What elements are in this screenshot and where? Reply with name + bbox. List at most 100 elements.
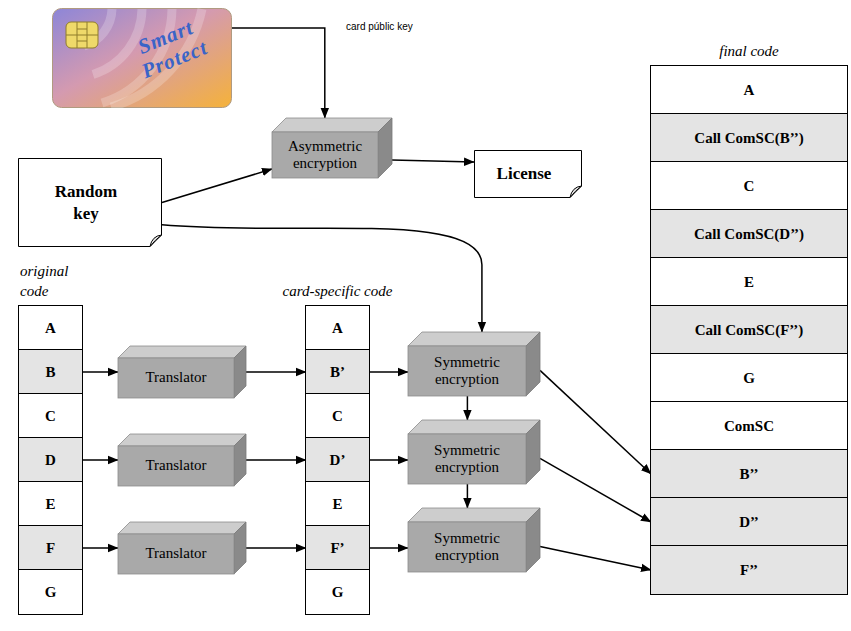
code-column: card-specific codeAB’CD’EF’G: [305, 305, 370, 615]
connector-arrow: [369, 547, 408, 549]
key-document: Random key: [18, 158, 162, 247]
chip: [66, 22, 98, 48]
connector-arrow: [540, 458, 651, 522]
box-front-face: [408, 522, 526, 572]
document-label: License: [497, 163, 552, 184]
encryption-box: Symmetric encryption: [408, 420, 540, 484]
shape-outline: [18, 158, 162, 247]
code-block-label: C: [45, 407, 56, 425]
code-block: B’’: [651, 450, 847, 498]
code-block-label: A: [332, 319, 343, 337]
box-top-face: [272, 118, 392, 132]
box-side-face: [378, 118, 392, 178]
box-front-face: [272, 132, 378, 178]
document-outline: [19, 159, 162, 247]
box-side-face: [234, 522, 246, 574]
code-block: G: [19, 570, 82, 614]
connector-arrow: [82, 547, 118, 549]
process-label: Symmetric encryption: [413, 530, 521, 565]
box-side-face: [234, 434, 246, 486]
connector-arrow: [232, 28, 325, 118]
box-side-face: [526, 508, 540, 572]
code-block-label: C: [332, 407, 343, 425]
connector-arrow: [82, 371, 118, 373]
code-block: F’’: [651, 546, 847, 594]
encryption-box: Asymmetric encryption: [272, 118, 392, 178]
connector-arrow: [162, 169, 272, 203]
code-block: Call ComSC(D’’): [651, 210, 847, 258]
process-label: Asymmetric encryption: [277, 138, 373, 173]
code-block-label: E: [744, 273, 754, 291]
code-block-label: F’’: [740, 561, 758, 579]
translator-box: Translator: [118, 522, 246, 574]
card-body: [53, 9, 232, 108]
connector-arrow: [246, 459, 306, 461]
code-block: D’: [306, 438, 369, 482]
document-label: Random key: [46, 181, 126, 224]
code-block-label: Call ComSC(D’’): [694, 225, 804, 243]
process-label: Translator: [145, 545, 206, 562]
code-block-label: A: [744, 81, 755, 99]
code-block-label: A: [45, 319, 56, 337]
code-block: E: [306, 482, 369, 526]
box-front-face: [118, 358, 234, 398]
code-block: A: [19, 306, 82, 350]
code-block: C: [306, 394, 369, 438]
code-block-label: D’’: [739, 513, 759, 531]
code-block: E: [19, 482, 82, 526]
code-block-label: E: [332, 495, 342, 513]
document-fold: [150, 235, 162, 247]
encryption-box: Symmetric encryption: [408, 508, 540, 572]
code-block: G: [651, 354, 847, 402]
code-block-label: B’: [330, 363, 345, 381]
box-front-face: [408, 346, 526, 396]
document-outline: [475, 151, 582, 198]
connector-arrow: [246, 371, 306, 373]
box-top-face: [118, 434, 246, 446]
code-block-label: D: [45, 451, 56, 469]
connector-arrow: [467, 484, 469, 508]
code-block: A: [306, 306, 369, 350]
code-block-label: G: [45, 583, 57, 601]
code-block-label: Call ComSC(F’’): [695, 321, 803, 339]
column-heading: final code: [719, 42, 779, 62]
smart-card: Smart Protect: [52, 8, 232, 108]
code-block-label: Call ComSC(B’’): [694, 129, 803, 147]
code-block-label: B’’: [740, 465, 759, 483]
document-fold: [570, 186, 582, 198]
code-block-label: C: [744, 177, 755, 195]
connector-arrow: [540, 370, 651, 474]
translator-box: Translator: [118, 434, 246, 486]
code-block-label: ComSC: [724, 417, 774, 435]
process-label: Translator: [145, 457, 206, 474]
code-block: C: [19, 394, 82, 438]
box-top-face: [408, 508, 540, 522]
code-block: E: [651, 258, 847, 306]
process-label: Translator: [145, 369, 206, 386]
code-block-label: D’: [330, 451, 346, 469]
connector-arrow: [369, 459, 408, 461]
code-block-label: B: [45, 363, 55, 381]
code-block: B: [19, 350, 82, 394]
code-block-label: G: [743, 369, 755, 387]
connector-arrow: [82, 459, 118, 461]
box-top-face: [118, 522, 246, 534]
column-heading: card-specific code: [283, 282, 393, 302]
box-top-face: [118, 346, 246, 358]
code-block: ComSC: [651, 402, 847, 450]
box-front-face: [408, 434, 526, 484]
process-label: Symmetric encryption: [413, 442, 521, 477]
box-top-face: [408, 420, 540, 434]
box-side-face: [526, 420, 540, 484]
code-column: final codeACall ComSC(B’’)CCall ComSC(D’…: [650, 65, 848, 595]
box-front-face: [118, 446, 234, 486]
connector-arrow: [369, 371, 408, 373]
process-label: Symmetric encryption: [413, 354, 521, 389]
code-block: Call ComSC(F’’): [651, 306, 847, 354]
chip-contacts: [66, 22, 98, 48]
code-block: Call ComSC(B’’): [651, 114, 847, 162]
code-block-label: F’: [330, 539, 344, 557]
code-block-label: F: [46, 539, 55, 557]
connector-arrow: [392, 160, 474, 162]
